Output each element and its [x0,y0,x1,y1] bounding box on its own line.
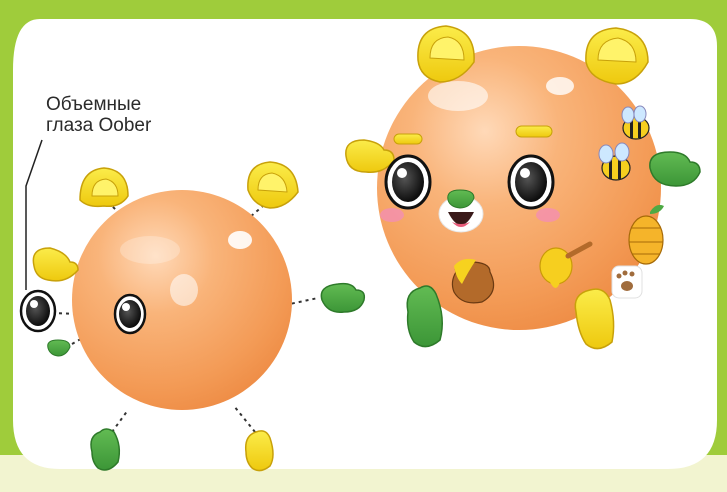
eye-icon [509,156,553,208]
yellow-foot-icon [246,431,273,471]
eye-icon [115,295,145,333]
left-ball-highlight [228,231,252,249]
cheek-blush [536,208,560,222]
bee-sticker-icon [622,106,649,139]
left-ball-highlight [170,274,198,306]
yellow-ear-icon [586,28,648,84]
eye-icon [386,156,430,208]
yellow-eyebrow-icon [516,126,552,137]
paw-sticker-icon [612,266,642,298]
green-foot-icon [91,429,119,470]
green-foot-icon [407,286,442,347]
left-ball-highlight [120,236,180,264]
eye-icon [21,291,55,331]
caption: Объемные глаза Oober [46,94,196,136]
right-ball-highlight [428,81,488,111]
right-ball-highlight [546,77,574,95]
cheek-blush [380,208,404,222]
caption-line-2: глаза Oober [46,115,196,136]
caption-line-1: Объемные [46,94,196,115]
yellow-eyebrow-icon [394,134,422,144]
honey-pot-sticker-icon [452,259,493,303]
